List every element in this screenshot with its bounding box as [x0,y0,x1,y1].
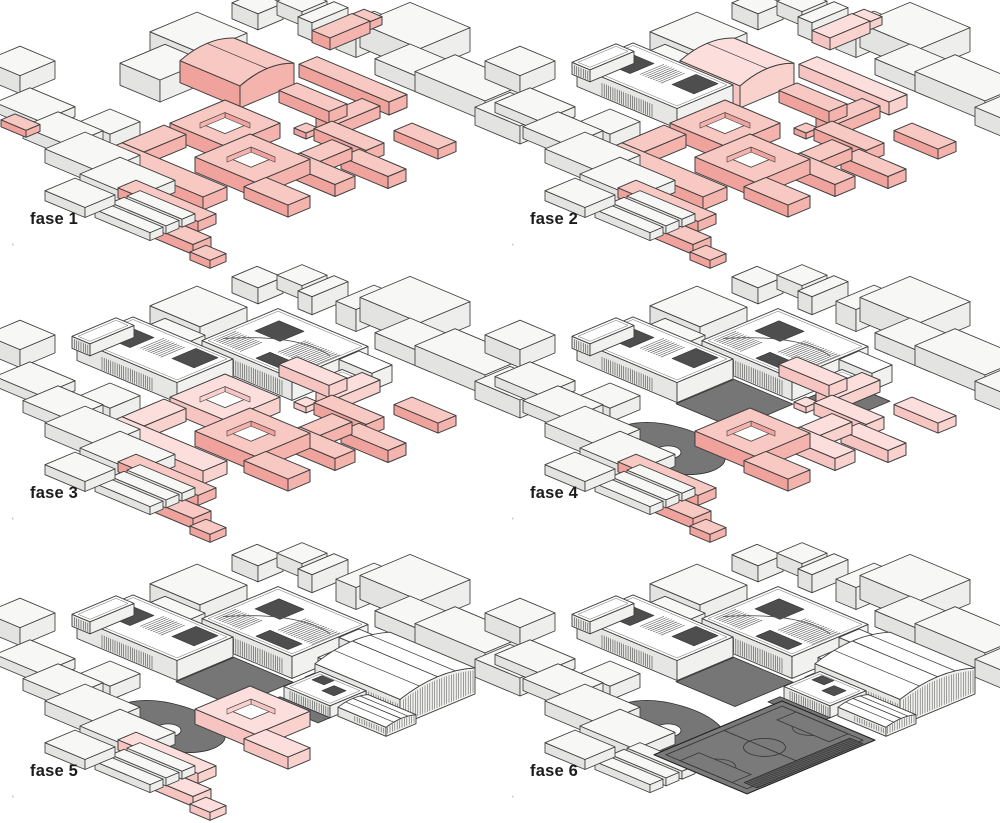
stray-mark: ' [512,516,514,526]
phase-panel-1: fase 1 ' [0,0,556,269]
rbshort [393,396,457,434]
ctx18 [544,451,616,492]
smallbar [743,450,811,492]
diagcube [189,244,227,269]
ctx9a [797,275,849,316]
phase-label: fase 2 [530,210,578,228]
rb1 [278,82,348,124]
stray-mark: ' [12,242,14,252]
ctx7 [231,0,284,31]
ctx17 [594,477,664,516]
stray-mark: ' [12,516,14,526]
rbL [279,152,356,197]
court2 [694,407,811,472]
ctx1 [0,597,56,647]
smallbar [743,176,811,218]
ctx1 [0,45,56,95]
court2 [694,133,811,198]
diagcube [189,796,227,821]
site-axonometric-fase-2 [484,0,1000,269]
ctx17 [94,203,164,242]
ctx7 [731,0,784,31]
stray-mark: ' [512,794,514,804]
phase-panel-5: fase 5 ' [0,542,556,821]
phase-panel-6: fase 6 ' [484,542,1000,818]
ctx1 [0,319,56,369]
rbshort [393,122,457,160]
lowvault [837,694,917,737]
rbshort [893,396,957,434]
ctx7 [231,265,284,305]
court2 [194,133,311,198]
rb1 [778,356,848,398]
diagcube [689,244,727,269]
phase-panel-3: fase 3 ' [0,264,556,543]
west [576,594,734,681]
rbshort [893,122,957,160]
rb3 [840,422,907,463]
rb3 [340,148,407,189]
west [571,595,635,635]
site-axonometric-fase-1 [0,0,556,269]
west [71,317,135,357]
ctx7 [731,543,784,583]
ctx9a [297,275,349,316]
rbcube [793,122,819,140]
ctx17 [94,755,164,794]
plaza [675,657,794,707]
ctx18 [44,451,116,492]
stray-mark: ' [512,242,514,252]
phase-label: fase 4 [530,484,578,502]
diagcube [689,518,727,543]
ctx19 [974,370,1000,411]
phase-panel-2: fase 2 ' [484,0,1000,269]
phase-panel-4: fase 4 ' [484,264,1000,543]
stray-mark: ' [12,794,14,804]
rb1 [278,356,348,398]
ctx18 [44,729,116,770]
ctx17 [594,755,664,794]
northbar [811,13,871,51]
ctx9a [797,553,849,594]
west [571,317,635,357]
ctx19 [974,96,1000,137]
leftstub [0,113,41,138]
ctx1 [484,597,556,647]
ctx17 [94,477,164,516]
ctx18 [544,729,616,770]
diagcube [189,518,227,543]
smallbar [243,728,311,770]
vault [179,37,295,109]
ctx18 [44,177,116,218]
ctx7 [731,265,784,305]
ctx18 [544,177,616,218]
phase-label: fase 6 [530,762,578,780]
site-axonometric-fase-6 [484,542,1000,795]
site-axonometric-fase-4 [484,264,1000,543]
smallbar [243,176,311,218]
west [571,43,635,83]
ctx7 [231,543,284,583]
phase-label: fase 1 [30,210,78,228]
phase-label: fase 5 [30,762,78,780]
lowvault [337,694,417,737]
ctx9a [297,553,349,594]
field [653,700,876,795]
west [71,595,135,635]
smallbar [243,450,311,492]
northbar [311,13,371,51]
phase-label: fase 3 [30,484,78,502]
site-axonometric-fase-3 [0,264,556,543]
